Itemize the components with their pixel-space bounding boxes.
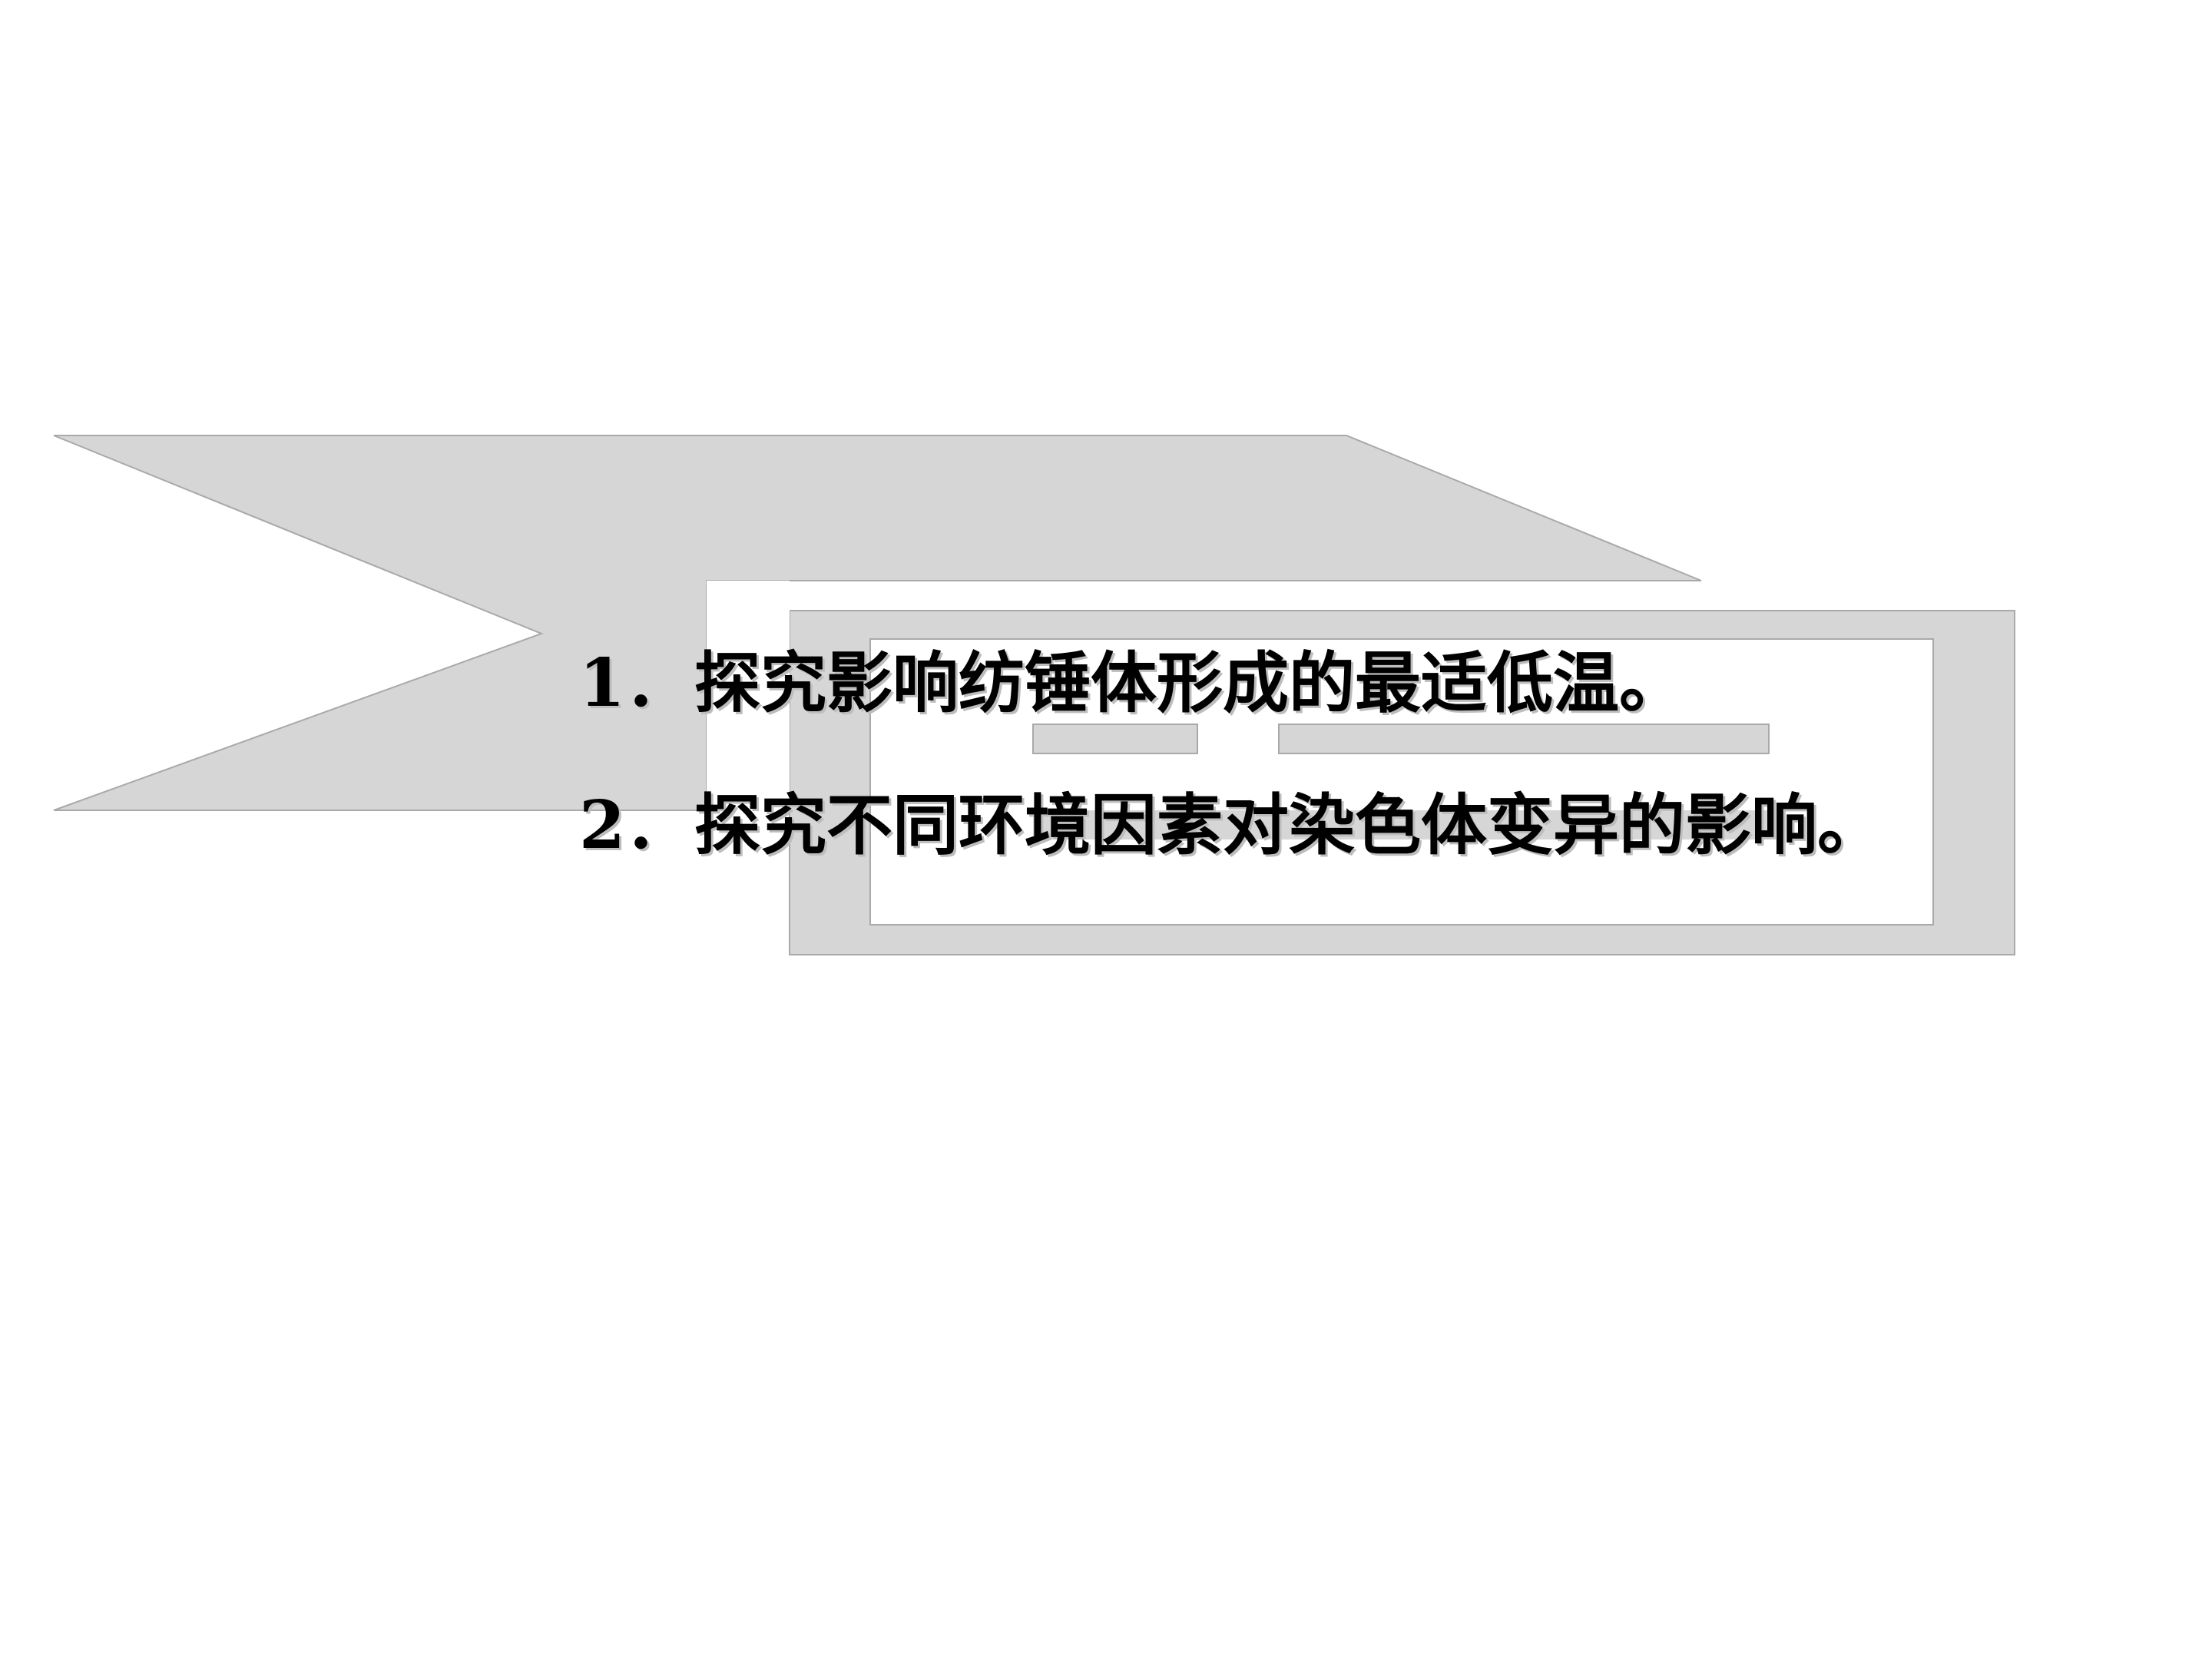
list-item-number: 1． — [579, 644, 691, 722]
grey-frame-shape — [789, 610, 2015, 955]
white-card-shape — [707, 581, 790, 811]
list-item-1: 1．探究影响纺锤体形成的最适低温。 — [579, 645, 1685, 722]
list-item-2: 2．探究不同环境因素对染色体变异的影响。 — [579, 787, 1883, 864]
inner-bar-lower — [1033, 810, 1769, 839]
inner-bar-right — [1278, 724, 1770, 754]
list-item-number: 2． — [579, 786, 691, 864]
inner-bar-left — [1032, 724, 1198, 754]
list-item-text: 探究不同环境因素对染色体变异的影响。 — [694, 786, 1883, 864]
list-item-text: 探究影响纺锤体形成的最适低温。 — [694, 644, 1685, 722]
